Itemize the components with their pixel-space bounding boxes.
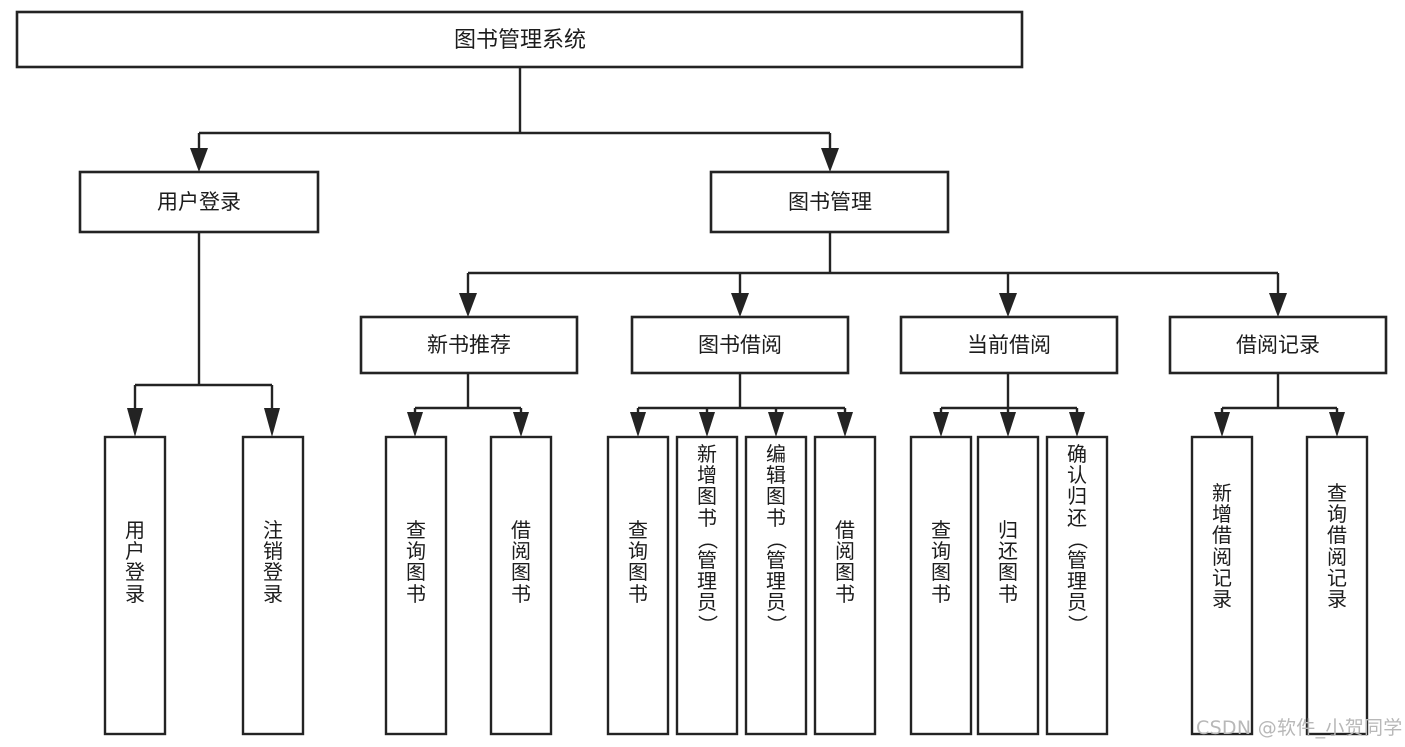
leaf-box-query-book-2[interactable] [606,435,670,736]
node-root-label: 图书管理系统 [454,28,586,53]
leaf-box-logout[interactable] [241,435,305,736]
leaf-box-query-book-1[interactable] [384,435,448,736]
edges-userlogin-to-leaves [127,232,280,437]
leaf-box-add-borrow-record[interactable] [1190,435,1254,736]
node-book-management-label: 图书管理 [788,190,872,214]
node-user-login[interactable]: 用户登录 [78,170,320,234]
node-borrow-record-label: 借阅记录 [1236,333,1320,357]
leaf-box-add-book-admin[interactable] [675,435,739,736]
node-root[interactable]: 图书管理系统 [15,10,1024,69]
edges-currentborrow-to-leaves [933,373,1085,437]
leaf-boxes-book-borrow [606,435,877,736]
edges-newbook-to-leaves [407,373,529,437]
edges-bookmgmt-to-level3 [459,232,1287,317]
edges-borrowrecord-to-leaves [1214,373,1345,437]
node-book-borrow-label: 图书借阅 [698,333,782,357]
leaf-boxes-current-borrow [909,435,1109,736]
leaf-box-borrow-book-1[interactable] [489,435,553,736]
leaf-box-query-borrow-record[interactable] [1305,435,1369,736]
node-current-borrow-label: 当前借阅 [967,333,1051,357]
node-borrow-record[interactable]: 借阅记录 [1168,315,1388,375]
leaf-boxes-borrow-record [1190,435,1369,736]
watermark-text: CSDN @软件_小贺同学 [1196,717,1403,739]
node-book-management[interactable]: 图书管理 [709,170,950,234]
leaf-box-query-book-3[interactable] [909,435,973,736]
leaf-boxes-user-login [103,435,305,736]
node-user-login-label: 用户登录 [157,190,241,214]
node-new-book-recommend[interactable]: 新书推荐 [359,315,579,375]
edges-bookborrow-to-leaves [630,373,853,437]
node-current-borrow[interactable]: 当前借阅 [899,315,1119,375]
leaf-box-confirm-return-admin[interactable] [1045,435,1109,736]
leaf-box-borrow-book-2[interactable] [813,435,877,736]
leaf-box-return-book[interactable] [976,435,1040,736]
node-book-borrow[interactable]: 图书借阅 [630,315,850,375]
leaf-boxes-new-book-recommend [384,435,553,736]
node-new-book-recommend-label: 新书推荐 [427,333,511,357]
edges-root-to-level2 [190,67,839,172]
leaf-box-user-login[interactable] [103,435,167,736]
leaf-box-edit-book-admin[interactable] [744,435,808,736]
